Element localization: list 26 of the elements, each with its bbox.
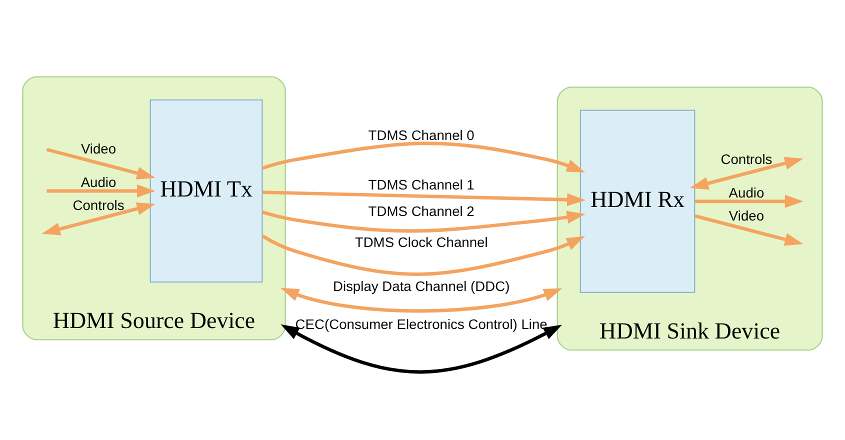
arrow	[262, 210, 586, 232]
arrow	[262, 190, 586, 206]
edge-label: Audio	[80, 174, 116, 190]
arrow	[262, 234, 586, 276]
edge-label: Audio	[728, 184, 764, 200]
edge-label: TDMS Clock Channel	[354, 234, 488, 250]
edge-label: Controls	[720, 150, 772, 166]
arrow	[262, 141, 586, 172]
edge-label: Controls	[72, 196, 124, 213]
arrow	[46, 184, 156, 197]
edge-label: CEC(Consumer Electronics Control) Line	[295, 315, 548, 332]
edge-label: Display Data Channel (DDC)	[332, 277, 510, 294]
edge-label: TDMS Channel 1	[368, 176, 474, 192]
arrow	[280, 287, 562, 312]
arrow	[694, 214, 804, 246]
node-box: HDMI Tx	[150, 98, 263, 282]
arrow	[42, 202, 156, 235]
edge-label: Video	[728, 206, 764, 223]
node-box: HDMI Rx	[580, 109, 696, 293]
edge-label: Video	[80, 140, 116, 156]
edge-label: TDMS Channel 2	[368, 202, 474, 218]
arrow	[690, 156, 804, 190]
arrow	[280, 324, 562, 374]
edge-label: TDMS Channel 0	[368, 126, 474, 142]
arrow	[694, 194, 804, 208]
arrow	[46, 147, 156, 179]
